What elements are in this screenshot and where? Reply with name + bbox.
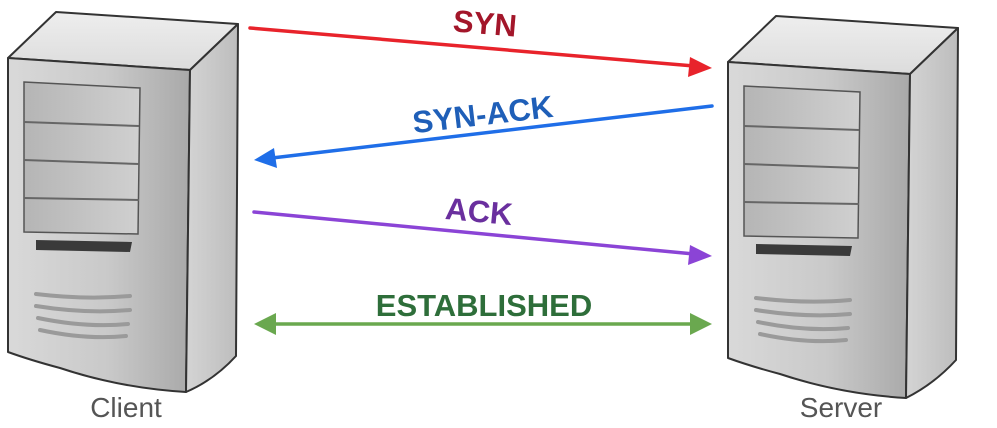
client-server-icon xyxy=(7,11,239,393)
server-label: Server xyxy=(800,392,882,423)
syn-label: SYN xyxy=(452,3,519,43)
ack-arrow xyxy=(252,210,712,265)
ack-label: ACK xyxy=(444,191,515,232)
syn-ack-arrow xyxy=(254,104,714,168)
client-label: Client xyxy=(90,392,162,423)
established-arrow xyxy=(254,313,712,335)
established-label: ESTABLISHED xyxy=(376,288,592,323)
syn-arrow xyxy=(248,26,712,77)
server-server-icon xyxy=(727,15,959,399)
